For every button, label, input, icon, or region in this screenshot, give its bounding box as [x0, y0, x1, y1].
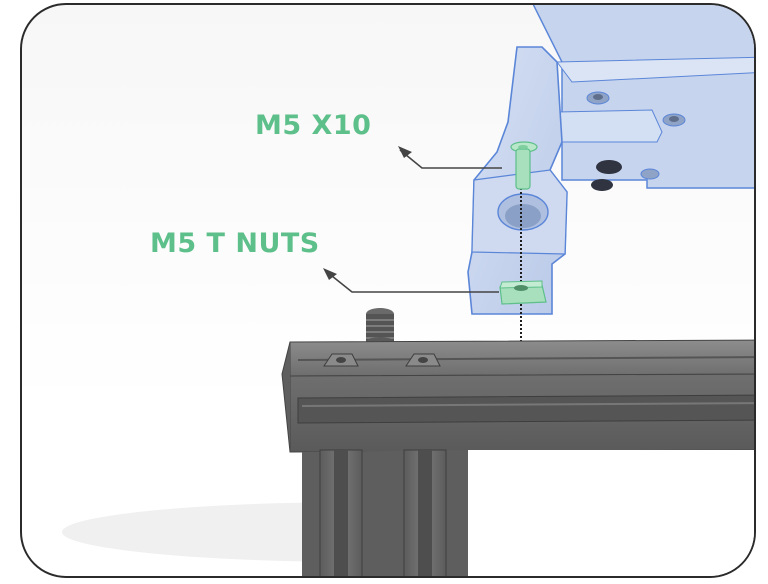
extrusion-legs	[302, 449, 754, 576]
m5-screw-icon	[510, 141, 538, 190]
t-nut-icon	[499, 280, 547, 305]
aluminum-extrusion	[281, 339, 754, 453]
assembly-illustration	[62, 5, 754, 576]
upper-bracket	[532, 5, 754, 191]
t-nuts-callout-label: M5 T NUTS	[150, 228, 320, 259]
screw-callout-arrow	[398, 146, 502, 169]
screw-callout-label: M5 X10	[255, 110, 372, 141]
nut-callout-arrow	[323, 268, 499, 293]
illustration-frame: M5 X10 M5 T NUTS	[20, 3, 756, 578]
